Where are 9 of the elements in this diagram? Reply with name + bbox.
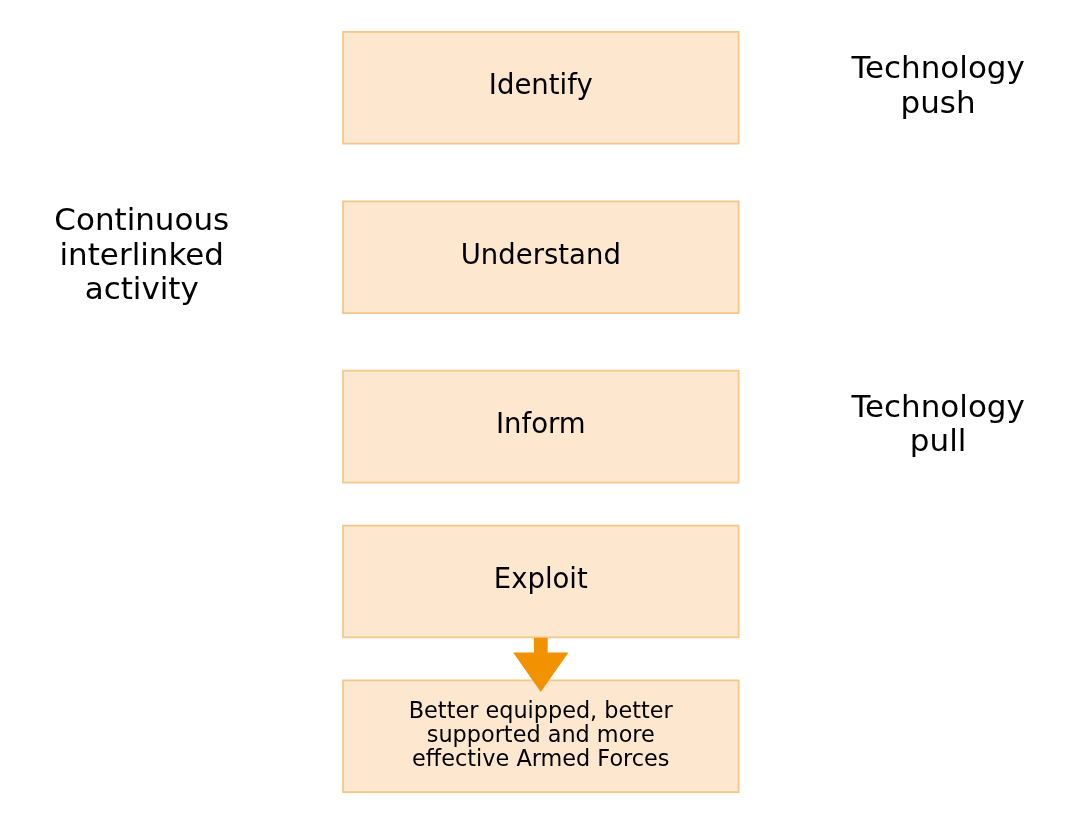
label: Continuous interlinked activity: [54, 200, 230, 306]
node-box: Exploit: [342, 524, 740, 638]
node-box: Understand: [342, 199, 740, 314]
label: Technology push: [851, 48, 1025, 120]
node-box: Better equipped, better supported and more effective Armed Forces: [342, 678, 740, 793]
label: Technology pull: [851, 387, 1025, 458]
node-box: Identify: [342, 30, 740, 145]
node-box: Inform: [342, 369, 740, 483]
arrow: [513, 637, 569, 692]
